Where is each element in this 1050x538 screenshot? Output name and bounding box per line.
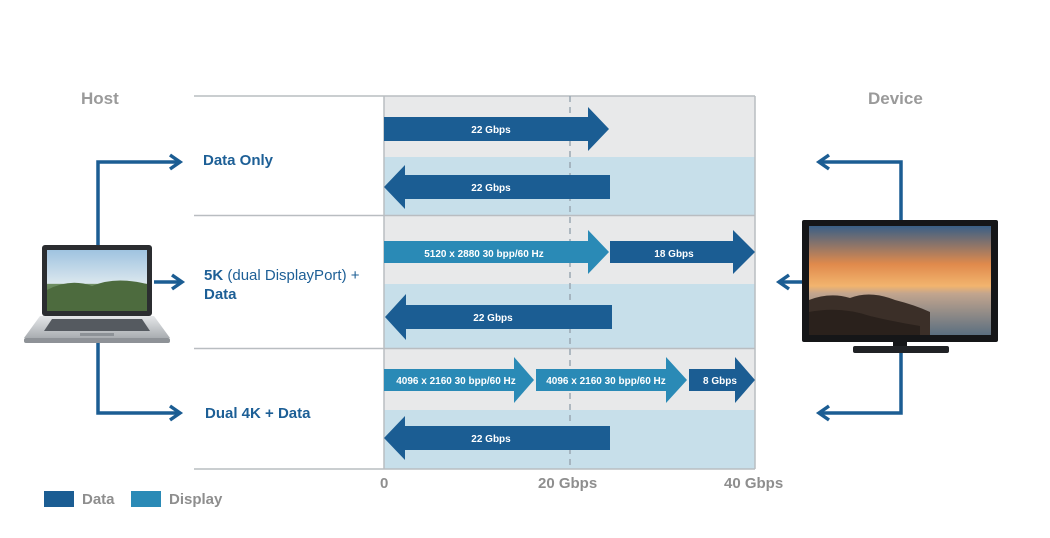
row3-out-display1-label: 4096 x 2160 30 bpp/60 Hz	[396, 376, 516, 387]
host-connectors	[96, 153, 186, 422]
legend-swatch-display	[131, 491, 161, 507]
row3-out-display2-arrow: 4096 x 2160 30 bpp/60 Hz	[536, 357, 687, 403]
row3-out-data-arrow: 8 Gbps	[689, 357, 755, 403]
row1-in-arrow: 22 Gbps	[384, 165, 610, 209]
row1-out-label: 22 Gbps	[471, 125, 511, 136]
axis-tick-20: 20 Gbps	[538, 475, 598, 492]
row2-out-data-label: 18 Gbps	[654, 249, 694, 260]
row2-out-data-arrow: 18 Gbps	[610, 230, 755, 274]
row3-in-label: 22 Gbps	[471, 434, 511, 445]
device-connectors	[775, 153, 903, 422]
tv-icon	[802, 220, 998, 353]
row-label-dual-4k-text: Dual 4K + Data	[205, 405, 311, 422]
row2-out-display-arrow: 5120 x 2880 30 bpp/60 Hz	[384, 230, 609, 274]
row1-out-arrow: 22 Gbps	[384, 107, 609, 151]
row-label-5k-tail: Data	[204, 286, 237, 303]
row2-out-display-label: 5120 x 2880 30 bpp/60 Hz	[424, 249, 544, 260]
row2-in-label: 22 Gbps	[473, 313, 513, 324]
axis-tick-40: 40 Gbps	[724, 475, 784, 492]
row3-in-arrow: 22 Gbps	[384, 416, 610, 460]
legend-swatch-data	[44, 491, 74, 507]
row-label-5k: 5K (dual DisplayPort) + Data	[204, 266, 384, 304]
row-label-5k-bold: 5K	[204, 267, 224, 284]
row3-out-data-label: 8 Gbps	[703, 376, 737, 387]
row-label-data-only-text: Data Only	[203, 152, 274, 169]
row-label-5k-light: (dual DisplayPort) +	[223, 267, 360, 284]
row-label-dual-4k: Dual 4K + Data	[205, 404, 310, 423]
legend-label-data: Data	[82, 491, 115, 508]
row1-in-label: 22 Gbps	[471, 183, 511, 194]
row-label-data-only: Data Only	[203, 151, 273, 170]
row2-in-arrow: 22 Gbps	[385, 294, 612, 340]
laptop-icon	[24, 245, 170, 343]
legend-label-display: Display	[169, 491, 223, 508]
device-header: Device	[868, 89, 923, 108]
axis-tick-0: 0	[380, 475, 389, 492]
host-header: Host	[81, 89, 119, 108]
row3-out-display1-arrow: 4096 x 2160 30 bpp/60 Hz	[384, 357, 534, 403]
row3-out-display2-label: 4096 x 2160 30 bpp/60 Hz	[546, 376, 666, 387]
